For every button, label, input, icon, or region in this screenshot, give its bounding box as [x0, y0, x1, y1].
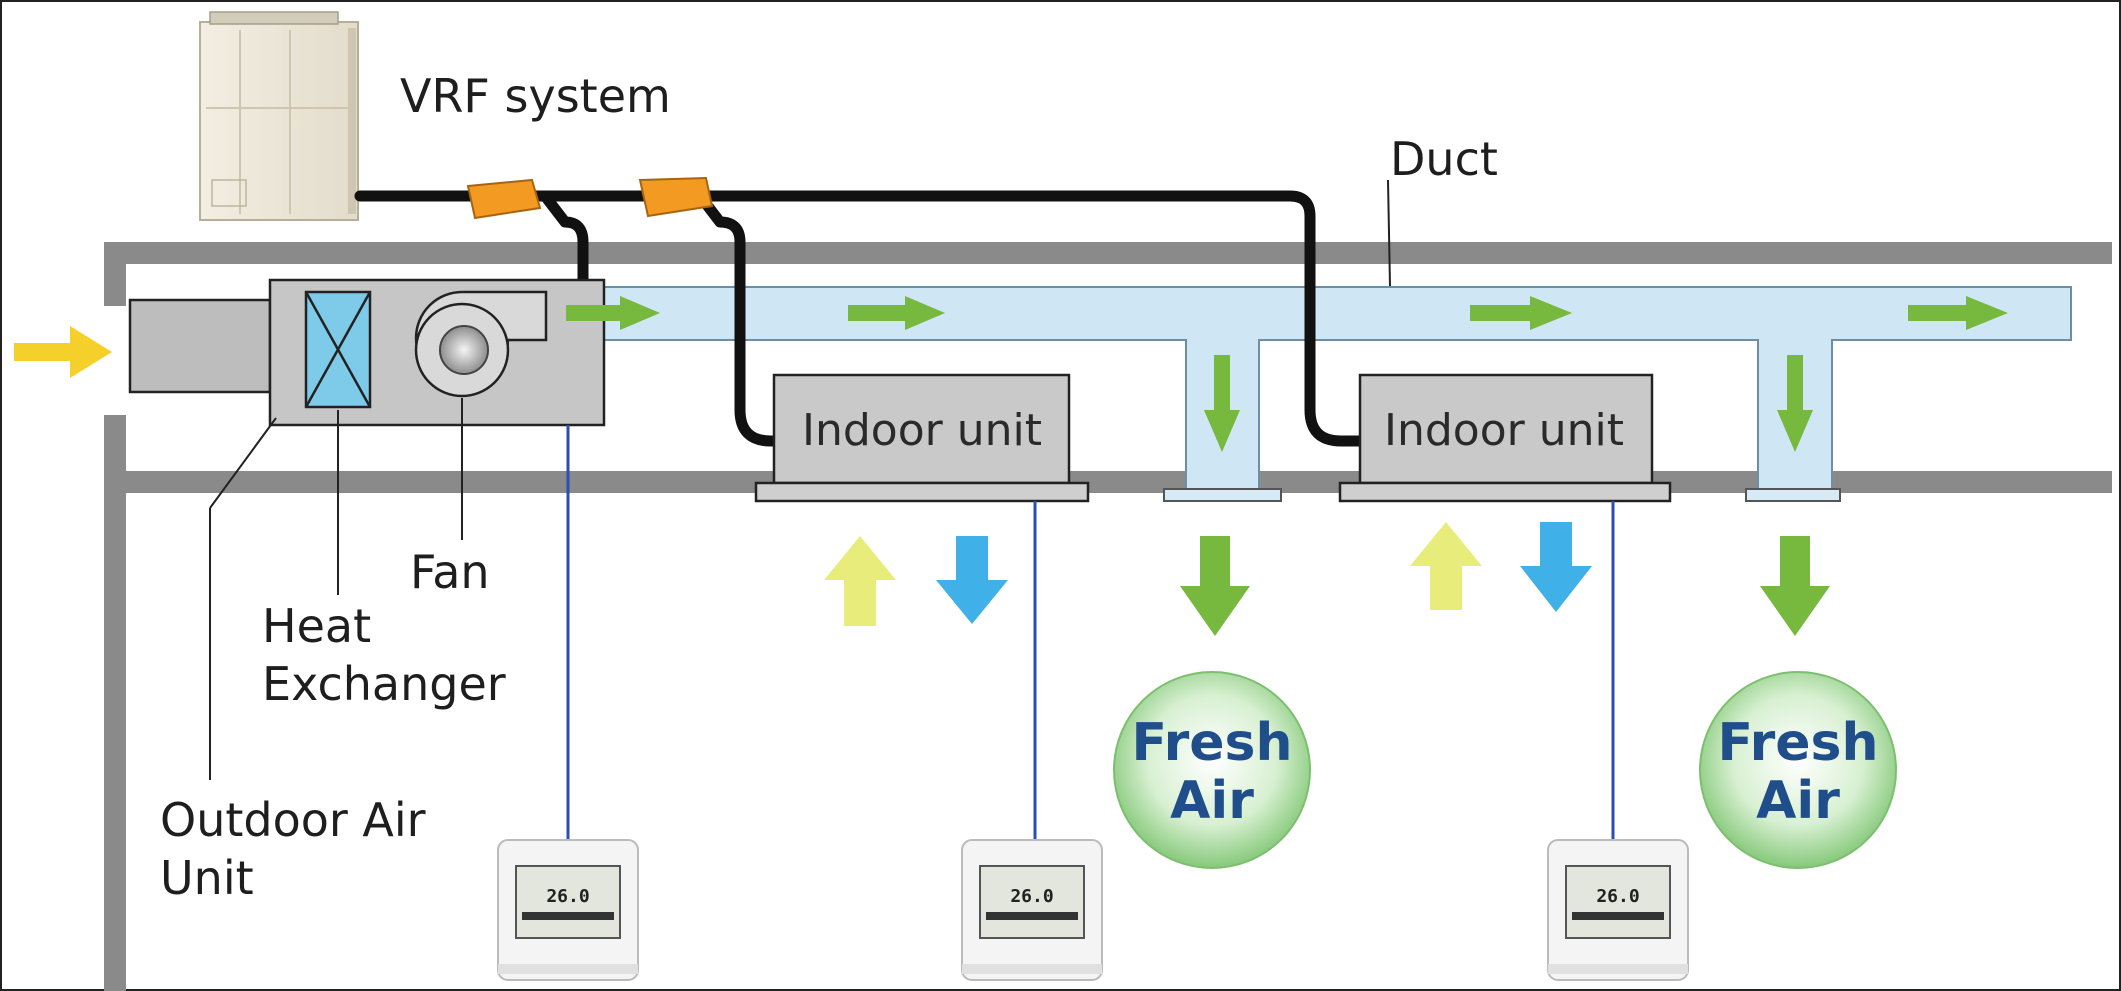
remote-controller-2-display: 26.0: [1010, 886, 1053, 907]
remote-controller-3-display: 26.0: [1596, 886, 1639, 907]
outdoor-air-unit: [128, 278, 606, 427]
fresh-air-1-line2: Air: [1170, 771, 1254, 831]
outdoor-air-unit-label-line2: Unit: [160, 851, 254, 905]
outdoor-air-arrow: [14, 326, 112, 378]
heat-exchanger-label-line2: Exchanger: [262, 657, 506, 711]
wall-upper: [104, 242, 126, 306]
refrigerant-piping: [354, 190, 1368, 447]
duct-supply-arrow-1: [566, 296, 660, 330]
fresh-air-2-line2: Air: [1756, 771, 1840, 831]
airflow-arrows: [14, 296, 2008, 636]
control-wires: [566, 425, 1615, 845]
fresh-air-down-arrow-2: [1760, 536, 1830, 636]
branch-box-1: [466, 178, 542, 220]
duct-supply-arrow-3: [1470, 296, 1572, 330]
branch-box-2: [638, 176, 714, 218]
duct-supply-arrow-4: [1908, 296, 2008, 330]
heat-exchanger-label-line1: Heat: [262, 599, 371, 653]
vrf-outdoor-unit: [199, 11, 359, 221]
roof-slab: [104, 242, 2112, 264]
fresh-air-down-arrow-1: [1180, 536, 1250, 636]
indoor-unit-1-label: Indoor unit: [802, 405, 1042, 456]
fresh-air-1-line1: Fresh: [1131, 713, 1292, 773]
branch-down-arrow-2: [1777, 355, 1813, 452]
vrf-system-label: VRF system: [400, 69, 671, 123]
duct-label: Duct: [1390, 132, 1498, 186]
indoor-unit-1: Indoor unit: [754, 373, 1090, 503]
outdoor-air-unit-label-line1: Outdoor Air: [160, 793, 426, 847]
outdoor-air-intake-duct: [128, 298, 272, 394]
remote-controller-2: 26.0: [961, 839, 1103, 981]
fresh-air-diffuser-1: [1163, 488, 1282, 502]
fresh-air-circle-2: Fresh Air: [1699, 671, 1897, 869]
cool-air-arrow-2: [1520, 522, 1592, 612]
remote-controller-3: 26.0: [1547, 839, 1689, 981]
cool-air-arrow-1: [936, 536, 1008, 624]
fan: [414, 290, 548, 398]
heat-exchanger: [304, 290, 372, 409]
indoor-unit-2-label: Indoor unit: [1384, 405, 1624, 456]
fresh-air-circle-1: Fresh Air: [1113, 671, 1311, 869]
remote-controller-1: 26.0: [497, 839, 639, 981]
wall-lower: [104, 415, 126, 991]
duct-supply-arrow-2: [848, 296, 945, 330]
remote-controller-1-display: 26.0: [546, 886, 589, 907]
fresh-air-2-line1: Fresh: [1717, 713, 1878, 773]
return-air-arrow-1: [824, 536, 896, 626]
branch-down-arrow-1: [1204, 355, 1240, 452]
leader-lines: [209, 179, 1391, 780]
branch-boxes: [466, 176, 714, 220]
fan-label: Fan: [410, 545, 490, 599]
indoor-unit-2: Indoor unit: [1338, 373, 1672, 503]
fresh-air-diffuser-2: [1745, 488, 1841, 502]
return-air-arrow-2: [1410, 522, 1482, 610]
